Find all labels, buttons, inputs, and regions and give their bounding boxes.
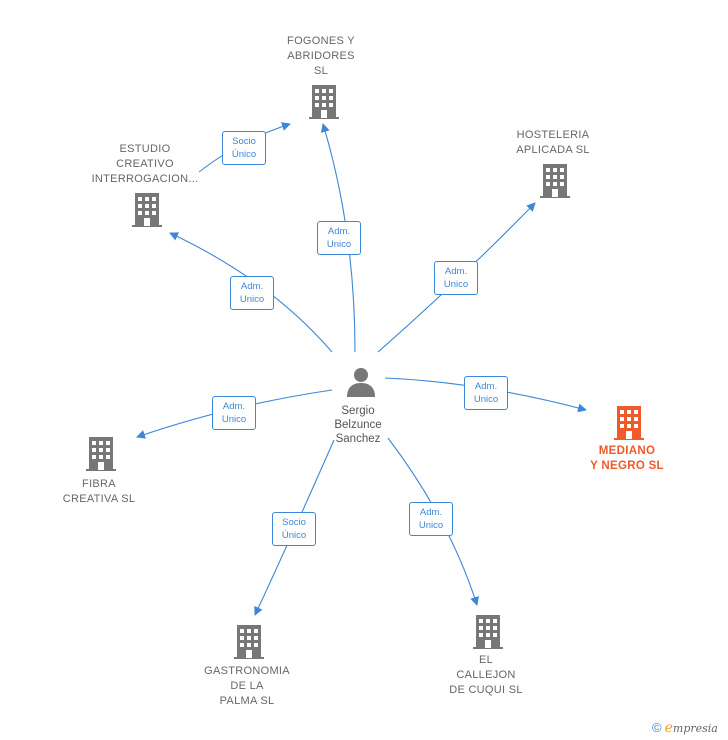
- building-icon[interactable]: [85, 436, 117, 472]
- person-icon[interactable]: [345, 366, 377, 398]
- building-icon[interactable]: [233, 624, 265, 660]
- edge-label-mediano: Adm.Unico: [464, 376, 508, 410]
- brand-footer: ©empresia: [652, 720, 718, 736]
- copyright-symbol: ©: [652, 720, 662, 735]
- company-name-hosteleria[interactable]: HOSTELERIA APLICADA SL: [516, 129, 590, 156]
- edge-label-hosteleria: Adm.Unico: [434, 261, 478, 295]
- company-name-callejon[interactable]: EL CALLEJON DE CUQUI SL: [449, 654, 523, 696]
- company-name-gastronomia[interactable]: GASTRONOMIA DE LA PALMA SL: [204, 665, 290, 707]
- building-icon[interactable]: [539, 163, 571, 199]
- person-name[interactable]: Sergio Belzunce Sanchez: [334, 405, 382, 445]
- edge-label-callejon: Adm.Unico: [409, 502, 453, 536]
- edge-label-fogones: Adm.Unico: [317, 221, 361, 255]
- building-icon[interactable]: [131, 192, 163, 228]
- company-name-mediano[interactable]: MEDIANO Y NEGRO SL: [590, 445, 664, 472]
- building-icon[interactable]: [308, 84, 340, 120]
- brand-logo-text: mpresia: [672, 722, 718, 735]
- company-name-estudio[interactable]: ESTUDIO CREATIVO INTERROGACION...: [91, 143, 199, 185]
- brand-logo-initial: e: [664, 720, 673, 736]
- company-name-fogones[interactable]: FOGONES Y ABRIDORES SL: [287, 35, 355, 77]
- building-icon[interactable]: [472, 614, 504, 650]
- edge-label-estudio: Adm.Unico: [230, 276, 274, 310]
- edge-label-fibra: Adm.Unico: [212, 396, 256, 430]
- company-name-fibra[interactable]: FIBRA CREATIVA SL: [62, 478, 136, 505]
- building-icon[interactable]: [613, 405, 645, 441]
